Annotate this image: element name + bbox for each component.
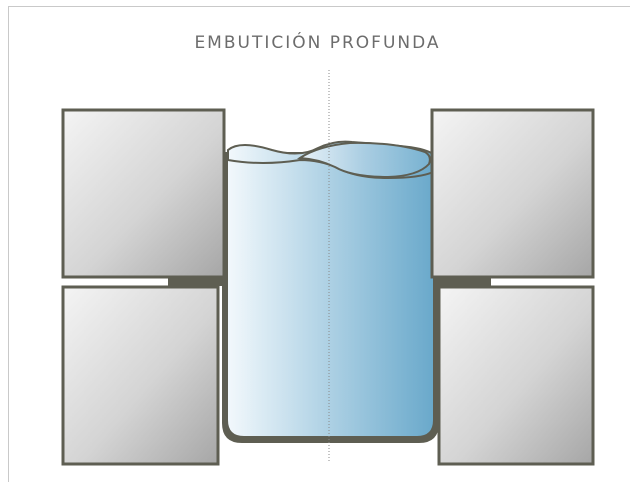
blank-holder-left (61, 108, 226, 279)
die-block-left (61, 285, 220, 466)
diagram-frame (8, 6, 630, 482)
diagram-title: EMBUTICIÓN PROFUNDA (194, 33, 441, 53)
drawn-cup (222, 140, 439, 443)
cup-rim-opening (296, 141, 431, 179)
cup-body (228, 158, 433, 436)
blank-holder-right (430, 108, 595, 279)
sheet-flange-left (168, 277, 222, 286)
sheet-flange-right (437, 277, 491, 286)
die-block-right (437, 285, 595, 466)
